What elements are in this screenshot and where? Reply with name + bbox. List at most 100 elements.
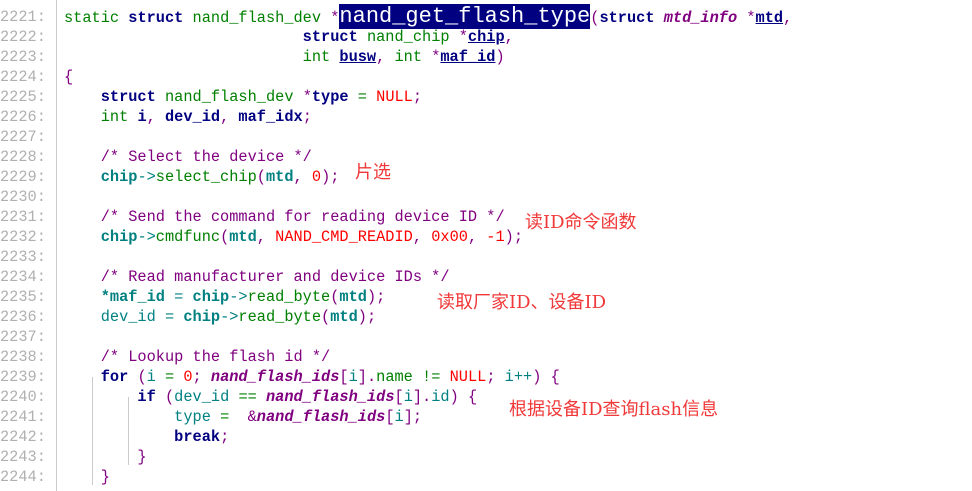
code-token: ): [495, 48, 505, 66]
code-line[interactable]: 2223: int busw, int *maf_id): [0, 47, 505, 67]
code-text: struct nand_chip *chip,: [64, 27, 514, 47]
code-token: struct: [302, 28, 367, 46]
code-token: ].: [357, 368, 377, 386]
code-token: /* Send the command for reading device I…: [64, 208, 505, 226]
code-text: type = &nand_flash_ids[i];: [64, 407, 422, 427]
code-token: nand_flash_dev: [164, 88, 303, 106]
code-line[interactable]: 2232: chip->cmdfunc(mtd, NAND_CMD_READID…: [0, 227, 523, 247]
code-token: break: [64, 428, 221, 446]
gutter-divider: [56, 0, 57, 491]
code-token: ].: [412, 388, 432, 406]
code-token: ;: [486, 368, 505, 386]
code-line[interactable]: 2224:{: [0, 67, 73, 87]
line-number: 2232:: [0, 228, 46, 246]
code-token: struct: [599, 9, 664, 27]
code-text: for (i = 0; nand_flash_ids[i].name != NU…: [64, 367, 560, 387]
code-token: ;: [220, 428, 230, 446]
code-token: );: [321, 168, 340, 186]
code-token: nand_flash_ids: [210, 368, 340, 386]
code-token: chip: [183, 308, 221, 326]
code-token: *: [302, 88, 312, 106]
code-token: mtd_info: [663, 9, 747, 27]
code-token: [64, 88, 101, 106]
code-text: static struct nand_flash_dev *nand_get_f…: [64, 4, 793, 29]
code-text: struct nand_flash_dev *type = NULL;: [64, 87, 422, 107]
code-token: ,: [293, 168, 312, 186]
code-token: read_byte: [238, 308, 322, 326]
code-text: chip->select_chip(mtd, 0);: [64, 167, 340, 187]
code-text: *maf_id = chip->read_byte(mtd);: [64, 287, 386, 307]
code-token: NULL: [376, 88, 413, 106]
code-token: (: [220, 228, 230, 246]
code-line[interactable]: 2233:: [0, 247, 56, 267]
code-token: if: [64, 388, 165, 406]
code-token: (: [330, 288, 340, 306]
code-token: }: [64, 468, 110, 486]
code-token: i: [146, 368, 165, 386]
selected-function-name: nand_get_flash_type: [339, 4, 591, 29]
code-token: );: [504, 228, 524, 246]
code-text: if (dev_id == nand_flash_ids[i].id) {: [64, 387, 477, 407]
code-token: type: [311, 88, 358, 106]
annotation-chip-select: 片选: [355, 162, 391, 183]
code-token: dev_id: [174, 388, 239, 406]
code-text: /* Select the device */: [64, 147, 312, 167]
code-token: &: [247, 408, 257, 426]
line-number: 2238:: [0, 348, 46, 366]
code-token: *: [746, 9, 756, 27]
annotation-read-ids: 读取厂家ID、设备ID: [437, 292, 607, 313]
code-token: maf_id: [440, 48, 496, 66]
code-token: int: [64, 108, 138, 126]
code-token: NULL: [449, 368, 487, 386]
code-line[interactable]: 2243: }: [0, 447, 147, 467]
code-line[interactable]: 2244: }: [0, 467, 110, 487]
code-line[interactable]: 2227:: [0, 127, 56, 147]
code-line[interactable]: 2242: break;: [0, 427, 229, 447]
code-line[interactable]: 2238: /* Lookup the flash id */: [0, 347, 330, 367]
code-token: mtd: [755, 9, 784, 27]
code-line[interactable]: 2222: struct nand_chip *chip,: [0, 27, 514, 47]
code-line[interactable]: 2236: dev_id = chip->read_byte(mtd);: [0, 307, 376, 327]
code-line[interactable]: 2225: struct nand_flash_dev *type = NULL…: [0, 87, 422, 107]
code-line[interactable]: 2235: *maf_id = chip->read_byte(mtd);: [0, 287, 385, 307]
code-token: struct: [128, 9, 193, 27]
code-token: *: [330, 9, 340, 27]
line-number: 2224:: [0, 68, 46, 86]
annotation-lookup: 根据设备ID查询flash信息: [509, 399, 719, 420]
code-token: ,: [504, 28, 514, 46]
line-number: 2231:: [0, 208, 46, 226]
code-token: chip: [192, 288, 230, 306]
code-line[interactable]: 2234: /* Read manufacturer and device ID…: [0, 267, 450, 287]
code-line[interactable]: 2241: type = &nand_flash_ids[i];: [0, 407, 422, 427]
code-token: ->: [229, 288, 248, 306]
line-number: 2227:: [0, 128, 46, 146]
code-token: ->: [220, 308, 239, 326]
code-line[interactable]: 2228: /* Select the device */: [0, 147, 312, 167]
code-token: read_byte: [247, 288, 331, 306]
code-token: ,: [256, 228, 276, 246]
code-line[interactable]: 2229: chip->select_chip(mtd, 0);: [0, 167, 339, 187]
code-token: =: [174, 288, 193, 306]
line-number: 2225:: [0, 88, 46, 106]
line-number: 2221:: [0, 8, 46, 26]
code-line[interactable]: 2226: int i, dev_id, maf_idx;: [0, 107, 312, 127]
code-line[interactable]: 2239: for (i = 0; nand_flash_ids[i].name…: [0, 367, 560, 387]
code-token: -1: [486, 228, 505, 246]
code-line[interactable]: 2221: static struct nand_flash_dev *nand_…: [0, 4, 792, 29]
code-line[interactable]: 2240: if (dev_id == nand_flash_ids[i].id…: [0, 387, 477, 407]
code-line[interactable]: 2231: /* Send the command for reading de…: [0, 207, 505, 227]
code-token: ;: [192, 368, 211, 386]
code-token: );: [357, 308, 377, 326]
code-line[interactable]: 2230:: [0, 187, 56, 207]
code-line[interactable]: 2237:: [0, 327, 56, 347]
code-token: ;: [412, 88, 423, 106]
code-token: ,: [783, 9, 793, 27]
code-token: static: [64, 9, 129, 27]
code-token: /* Lookup the flash id */: [64, 348, 331, 366]
code-token: select_chip: [155, 168, 257, 186]
code-text: /* Lookup the flash id */: [64, 347, 331, 367]
line-number: 2234:: [0, 268, 46, 286]
code-token: (: [256, 168, 266, 186]
code-token: (: [590, 9, 600, 27]
